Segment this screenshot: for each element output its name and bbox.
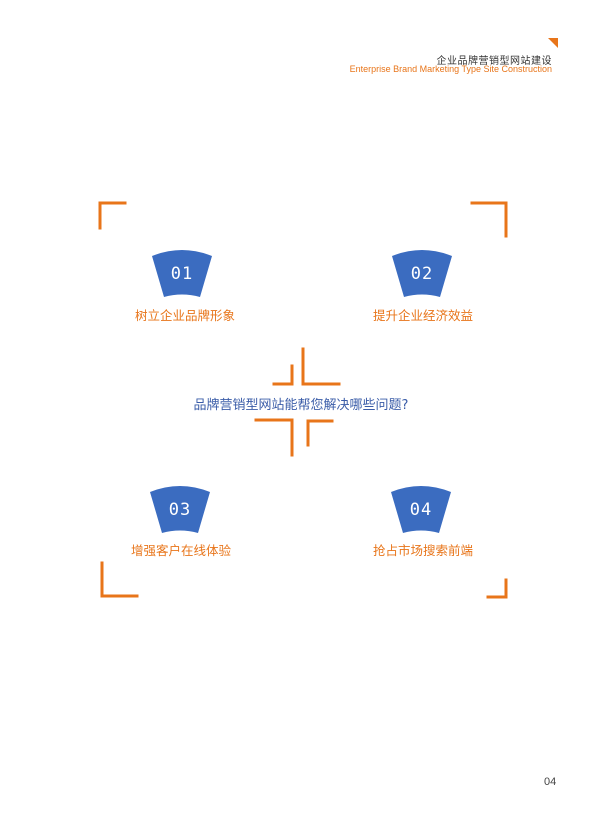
frame-bracket-bottom-left <box>100 561 139 598</box>
feature-label-03: 增强客户在线体验 <box>130 543 231 558</box>
header-title: 企业品牌营销型网站建设 <box>436 56 552 67</box>
page-number: 04 <box>544 776 557 788</box>
badge-shape-03 <box>150 486 210 533</box>
corner-accent-triangle <box>548 38 558 48</box>
cross-bracket-bottom-left <box>254 418 294 457</box>
cross-bracket-top-left <box>272 364 294 386</box>
badge-number-02: 02 <box>410 264 434 284</box>
badge-shape-04 <box>391 486 451 533</box>
frame-bracket-bottom-right <box>486 578 508 599</box>
center-question: 品牌营销型网站能帮您解决哪些问题? <box>193 398 409 413</box>
frame-bracket-top-left <box>98 201 127 230</box>
badge-number-04: 04 <box>409 500 433 520</box>
badge-number-01: 01 <box>170 264 194 284</box>
frame-bracket-top-right <box>470 201 508 238</box>
feature-label-02: 提升企业经济效益 <box>372 308 473 323</box>
feature-label-01: 树立企业品牌形象 <box>134 308 235 323</box>
feature-label-04: 抢占市场搜索前端 <box>372 543 473 558</box>
badge-shape-02 <box>392 250 452 297</box>
badge-shape-01 <box>152 250 212 297</box>
cross-bracket-top-right <box>301 347 341 386</box>
badge-number-03: 03 <box>168 500 192 520</box>
header-subtitle: Enterprise Brand Marketing Type Site Con… <box>349 64 552 74</box>
cross-bracket-bottom-right <box>306 419 334 447</box>
